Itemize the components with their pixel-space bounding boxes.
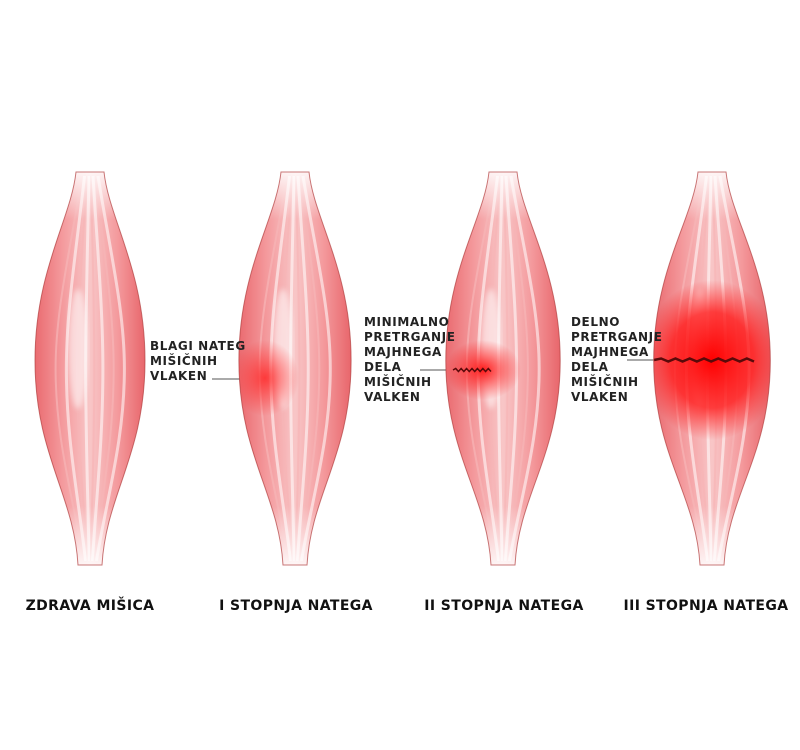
annotation-line: BLAGI NATEG — [150, 339, 246, 353]
injury-area — [238, 340, 299, 416]
muscle-outline — [445, 171, 561, 566]
stage-caption: I STOPNJA NATEGA — [219, 598, 373, 614]
annotation-line: VLAKEN — [150, 369, 208, 383]
annotation-line: DELA — [571, 360, 609, 374]
annotation-line: MIŠIČNIH — [150, 354, 218, 368]
annotation-line: DELA — [364, 360, 402, 374]
annotation-line: PRETRGANJE — [364, 330, 456, 344]
annotation-line: MIŠIČNIH — [364, 375, 432, 389]
fiber-tear — [653, 357, 755, 363]
stage-caption: II STOPNJA NATEGA — [424, 598, 584, 614]
annotation-line: MINIMALNO — [364, 315, 450, 329]
muscle-outline — [653, 171, 771, 566]
annotation-line: PRETRGANJE — [571, 330, 663, 344]
fiber-tear — [452, 367, 492, 373]
stage-caption: ZDRAVA MIŠICA — [25, 598, 155, 614]
injury-area — [445, 340, 521, 400]
annotation-line: MAJHNEGA — [571, 345, 649, 359]
annotation-line: VLAKEN — [571, 390, 629, 404]
annotation-line: MIŠIČNIH — [571, 375, 639, 389]
annotation-line: VALKEN — [364, 390, 421, 404]
annotation-line: DELNO — [571, 315, 621, 329]
stage-caption: III STOPNJA NATEGA — [623, 598, 789, 614]
muscle-outline — [34, 171, 146, 566]
annotation-line: MAJHNEGA — [364, 345, 442, 359]
muscle-outline — [238, 171, 352, 566]
